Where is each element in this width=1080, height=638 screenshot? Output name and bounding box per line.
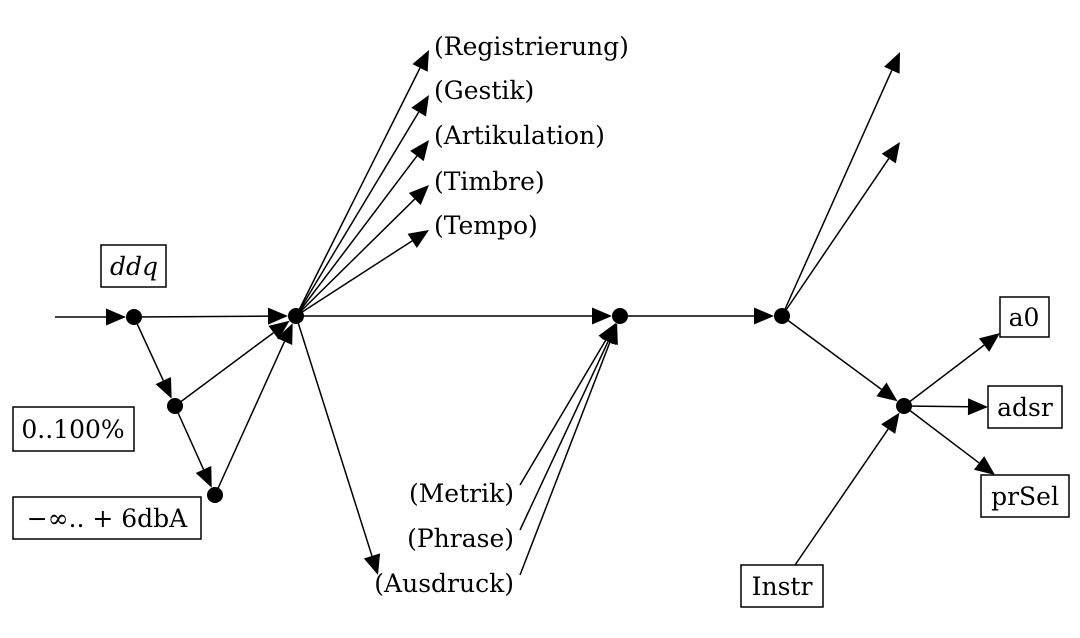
prsel-label: prSel — [991, 482, 1059, 511]
label-timbre: (Timbre) — [434, 167, 545, 196]
edge-gestik-arrowhead — [411, 95, 429, 117]
percent-label: 0..100% — [21, 415, 124, 444]
edge-instr — [794, 428, 889, 566]
edge-n2-n3 — [174, 405, 205, 470]
edge-ausdruck-in-arrowhead — [601, 323, 618, 346]
edge-registrierung — [295, 67, 421, 317]
edge-n3-n4-arrowhead — [276, 323, 293, 346]
db-range-box: −∞.. + 6dbA — [12, 496, 202, 540]
edge-n2-n3-arrowhead — [195, 465, 212, 488]
junction-node-n6 — [774, 308, 790, 324]
edge-n1-n2 — [133, 316, 164, 381]
junction-node-n2 — [167, 398, 183, 414]
edge-artikulation — [295, 155, 418, 317]
a0-box: a0 — [999, 296, 1050, 338]
edge-out-lower-arrowhead — [881, 142, 900, 164]
junction-node-n7 — [896, 398, 912, 414]
edge-ausdruck-out-arrowhead — [363, 553, 381, 575]
adsr-box: adsr — [987, 385, 1063, 429]
nodes — [126, 308, 912, 503]
ddq-label: ddq — [110, 252, 158, 281]
edge-out-upper-arrowhead — [884, 52, 900, 74]
percent-box: 0..100% — [12, 406, 135, 452]
edge-n2-n4-arrowhead — [268, 320, 290, 340]
edge-tempo — [295, 240, 413, 317]
adsr-label: adsr — [997, 393, 1053, 422]
junction-node-n1 — [126, 309, 142, 325]
label-metrik: (Metrik) — [409, 479, 514, 508]
ddq-box: ddq — [100, 244, 167, 288]
instr-box: Instr — [740, 564, 824, 608]
edge-gestik — [295, 111, 420, 317]
label-ausdruck: (Ausdruck) — [374, 569, 514, 598]
edge-tempo-arrowhead — [407, 230, 429, 248]
junction-node-n3 — [207, 487, 223, 503]
prsel-box: prSel — [980, 474, 1070, 518]
edge-n1-n2-arrowhead — [155, 377, 172, 399]
junction-node-n4 — [288, 308, 304, 324]
edge-input-arrowhead — [106, 308, 126, 326]
edge-ausdruck-out — [295, 315, 373, 557]
edge-out-lower — [781, 158, 890, 317]
edge-n6-n7 — [781, 315, 882, 390]
edge-n5-n6-arrowhead — [754, 307, 774, 325]
label-phrase: (Phrase) — [407, 524, 514, 553]
edge-adsr-arrowhead — [967, 398, 988, 416]
edge-out-upper — [781, 69, 893, 317]
edge-instr-arrowhead — [881, 412, 900, 434]
edge-a0-arrowhead — [978, 333, 1000, 352]
edge-artikulation-arrowhead — [410, 140, 429, 162]
edge-metrik — [519, 339, 607, 486]
edge-adsr — [903, 405, 969, 408]
label-tempo: (Tempo) — [434, 211, 538, 240]
edge-n3-n4 — [214, 341, 286, 496]
label-gestik: (Gestik) — [434, 76, 534, 105]
junction-node-n5 — [612, 308, 628, 324]
edge-timbre-arrowhead — [408, 185, 429, 206]
instr-label: Instr — [752, 572, 813, 601]
a0-label: a0 — [1009, 303, 1040, 332]
edge-phrase — [519, 341, 609, 531]
edge-n6-n7-arrowhead — [876, 382, 898, 402]
edges — [55, 50, 1000, 576]
edge-a0 — [903, 344, 985, 407]
label-artikulation: (Artikulation) — [434, 121, 605, 150]
edge-n4-n5-arrowhead — [592, 307, 612, 325]
edge-n1-n4-arrowhead — [267, 307, 289, 325]
label-registrierung: (Registrierung) — [434, 32, 629, 61]
edge-prsel-arrowhead — [973, 456, 995, 475]
edge-prsel — [903, 405, 980, 464]
edge-n2-n4 — [174, 332, 274, 407]
db-range-label: −∞.. + 6dbA — [27, 504, 188, 533]
edge-ausdruck-in — [519, 341, 611, 576]
edge-timbre — [295, 198, 416, 317]
edge-registrierung-arrowhead — [412, 50, 429, 72]
edge-n1-n4 — [133, 315, 269, 318]
